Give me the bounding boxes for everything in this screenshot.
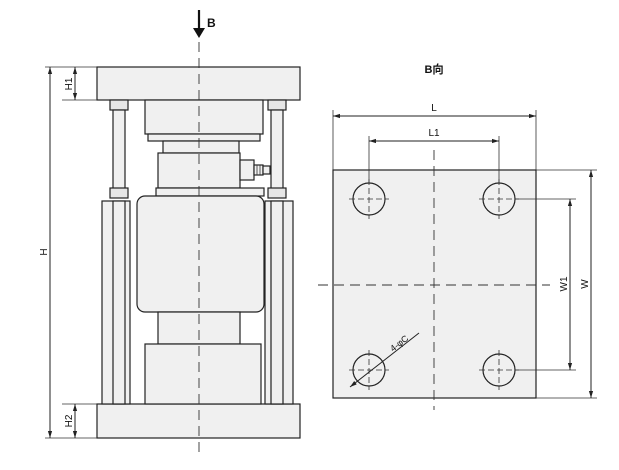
pressure-head xyxy=(144,99,264,135)
pressure-head-base xyxy=(147,133,261,142)
view-direction-label: B xyxy=(207,16,216,30)
hole-centerlines xyxy=(349,179,519,390)
right-rod-upper-collar xyxy=(267,99,287,111)
dimension-H-label: H xyxy=(39,248,50,255)
base-block xyxy=(144,343,262,405)
dimension-W1: W1 xyxy=(559,199,573,370)
view-direction-arrow: B xyxy=(193,10,216,38)
dimension-H: H xyxy=(39,67,53,438)
left-upper-rod xyxy=(112,109,126,193)
dimension-L1-label: L1 xyxy=(428,128,440,139)
dimension-L: L xyxy=(333,103,536,119)
front-view: B xyxy=(39,10,301,455)
right-rod-lower-collar xyxy=(267,187,287,199)
right-upper-rod xyxy=(270,109,284,193)
left-column-rod xyxy=(112,200,126,405)
b-view-title: B向 xyxy=(425,62,444,76)
dimension-W1-label: W1 xyxy=(559,276,570,291)
cable-connector xyxy=(239,159,271,181)
dimension-H1-label: H1 xyxy=(64,77,75,90)
dimension-W: W xyxy=(580,170,594,398)
right-column-rod xyxy=(270,200,284,405)
left-rod-lower-collar xyxy=(109,187,129,199)
dimension-L-label: L xyxy=(431,103,437,114)
load-cell-body xyxy=(136,195,265,313)
bottom-plate xyxy=(96,403,301,439)
dimension-W-label: W xyxy=(580,279,591,289)
b-view: B向 L xyxy=(318,62,597,410)
dimension-H2-label: H2 xyxy=(64,414,75,427)
upper-spacer xyxy=(162,140,240,154)
upper-flange xyxy=(155,187,265,197)
left-rod-upper-collar xyxy=(109,99,129,111)
dimension-H1: H1 xyxy=(64,67,78,100)
dimension-L1: L1 xyxy=(369,128,499,144)
dimension-H2: H2 xyxy=(64,404,78,438)
top-plate xyxy=(96,66,301,101)
